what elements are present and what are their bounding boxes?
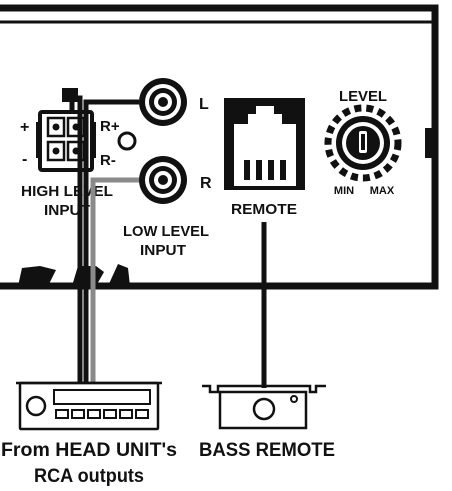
- high-level-cable: [69, 95, 83, 384]
- head-unit-button: [103, 409, 117, 419]
- cable-plug-top: [62, 88, 78, 102]
- bass-remote-led: [290, 395, 298, 403]
- indicator-led: [117, 131, 137, 151]
- head-unit-button: [87, 409, 101, 419]
- bass-remote-knob: [252, 397, 276, 421]
- rca-jack-right[interactable]: [139, 156, 187, 204]
- level-knob[interactable]: [324, 104, 402, 182]
- head-unit-device: [16, 381, 162, 431]
- r-minus-label: R-: [100, 152, 116, 169]
- level-max-label: MAX: [370, 185, 395, 197]
- head-unit-button: [119, 409, 133, 419]
- rca-jack-left[interactable]: [139, 78, 187, 126]
- level-knob-title: LEVEL: [339, 88, 387, 105]
- head-unit-button: [135, 409, 149, 419]
- adjacent-control-fragment: [425, 128, 436, 158]
- pin-minus-label: -: [22, 151, 27, 168]
- high-level-input-title-line1: HIGH LEVEL: [21, 183, 113, 200]
- partial-panel-lettering: [18, 264, 130, 286]
- remote-port[interactable]: [224, 98, 305, 190]
- head-unit-knob: [25, 395, 47, 417]
- bass-remote-device: [202, 384, 326, 430]
- low-level-input-title-line2: INPUT: [140, 242, 186, 259]
- head-unit-display: [53, 389, 151, 405]
- head-unit-button: [71, 409, 85, 419]
- level-min-label: MIN: [334, 185, 354, 197]
- head-unit-caption-line1: From HEAD UNIT's: [1, 440, 177, 461]
- high-level-input-title-line2: INPUT: [44, 202, 90, 219]
- low-level-input-title-line1: LOW LEVEL: [123, 223, 209, 240]
- remote-port-label: REMOTE: [231, 201, 297, 218]
- rca-left-label: L: [199, 96, 209, 113]
- bass-remote-caption: BASS REMOTE: [199, 440, 335, 461]
- r-plus-label: R+: [100, 118, 120, 135]
- rca-right-cable: [90, 177, 139, 384]
- rca-left-cable: [83, 99, 139, 384]
- head-unit-button: [55, 409, 69, 419]
- rca-right-label: R: [200, 175, 212, 192]
- pin-plus-label: +: [20, 119, 29, 136]
- head-unit-caption-line2: RCA outputs: [34, 466, 144, 487]
